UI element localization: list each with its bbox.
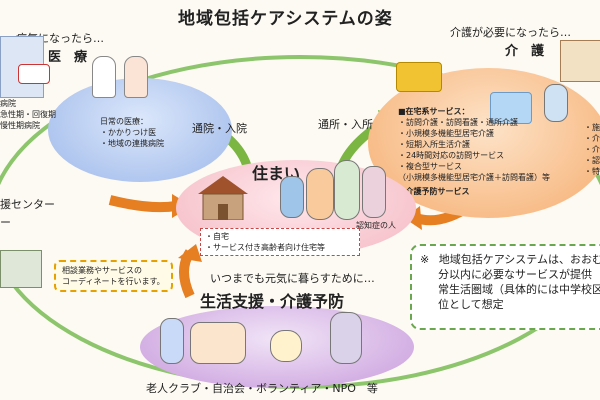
housing-list: ・自宅 ・サービス付き高齢者向け住宅等	[200, 228, 360, 256]
support-center-building-icon	[0, 250, 42, 288]
life-heading: 生活支援・介護予防	[200, 292, 345, 311]
clinic-item: ・地域の連携病院	[100, 139, 164, 148]
facility-item: ・介	[584, 134, 600, 143]
dementia-label: 認知症の人	[356, 221, 396, 230]
coordination-line: 相談業務やサービスの	[62, 266, 142, 275]
care-facility-building-icon	[560, 40, 600, 82]
home-service-item: ・小規模多機能型居宅介護	[398, 129, 494, 138]
page-title: 地域包括ケアシステムの姿	[178, 9, 393, 29]
life-intro: いつまでも元気に暮らすために…	[210, 272, 375, 285]
note-box: ※ 地域包括ケアシステムは、おおむ 分以内に必要なサービスが提供 常生活圏域（具…	[410, 244, 600, 330]
home-service-item: ・訪問介護・訪問看護・通所介護	[398, 118, 518, 127]
nurse-icon	[124, 56, 148, 98]
grandmother-icon	[306, 168, 334, 220]
housing-item: ・サービス付き高齢者向け住宅等	[205, 243, 325, 252]
ambulance-icon	[18, 64, 50, 84]
note-mark: ※	[420, 253, 430, 266]
care-van-icon	[396, 62, 442, 92]
dementia-person-icon	[362, 166, 386, 218]
hospital-item: 慢性期病院	[0, 121, 40, 130]
arrow-right-label: 通所・入所	[318, 118, 373, 131]
support-center-title: 援センター	[0, 198, 55, 211]
house-icon	[198, 176, 248, 221]
home-services-title: ■在宅系サービス：	[398, 107, 470, 116]
exercising-elder-icon	[270, 330, 302, 362]
doctor-icon	[92, 56, 116, 98]
clinic-item: 日常の医療：	[100, 117, 148, 126]
hospital-list: 病院 急性期・回復期 慢性期病院	[0, 98, 56, 131]
elder-with-cane-icon	[160, 318, 184, 364]
facility-list: ・施 ・介 ・介 ・認 ・特	[584, 122, 600, 177]
note-line: 分以内に必要なサービスが提供	[438, 268, 592, 281]
arrow-life-to-home-head	[178, 244, 202, 262]
note-line: 地域包括ケアシステムは、おおむ	[438, 253, 600, 266]
home-service-item: ・24時間対応の訪問サービス	[398, 151, 505, 160]
coordination-box: 相談業務やサービスの コーディネートを行います。	[54, 260, 173, 292]
housing-item: ・自宅	[205, 232, 229, 241]
coordination-line: コーディネートを行います。	[62, 277, 165, 286]
clinic-item: ・かかりつけ医	[100, 128, 157, 137]
medical-heading: 医 療	[48, 50, 88, 65]
volunteer-helper-icon	[330, 312, 362, 364]
life-footer: 老人クラブ・自治会・ボランティア・NPO 等	[146, 382, 378, 395]
care-heading: 介 護	[505, 44, 545, 59]
arrow-left-label: 通院・入院	[192, 122, 247, 135]
home-service-item: ・複合型サービス	[398, 162, 462, 171]
home-service-item: （小規模多機能型居宅介護＋訪問看護）等	[398, 173, 550, 182]
home-services-list: ■在宅系サービス： ・訪問介護・訪問看護・通所介護 ・小規模多機能型居宅介護 ・…	[398, 106, 550, 197]
wheelchair-person-icon	[544, 84, 568, 122]
care-trigger: 介護が必要になったら…	[450, 26, 571, 39]
seated-elders-icon	[190, 322, 246, 364]
grandfather-icon	[334, 160, 360, 220]
clinic-list: 日常の医療： ・かかりつけ医 ・地域の連携病院	[100, 116, 164, 149]
home-service-item: ・短期入所生活介護	[398, 140, 470, 149]
note-line: 常生活圏域（具体的には中学校区	[438, 283, 600, 296]
facility-item: ・認	[584, 156, 600, 165]
bath-care-icon	[490, 92, 532, 124]
prevention-title: ■介護予防サービス	[398, 187, 470, 196]
facility-item: ・施	[584, 123, 600, 132]
hospital-item: 病院	[0, 99, 16, 108]
support-center-subtitle: ー	[0, 216, 11, 229]
hospital-item: 急性期・回復期	[0, 110, 56, 119]
arrow-center-to-home	[108, 195, 177, 213]
facility-item: ・特	[584, 167, 600, 176]
facility-item: ・介	[584, 145, 600, 154]
child-icon	[280, 176, 304, 218]
note-line: 位として想定	[438, 298, 504, 311]
